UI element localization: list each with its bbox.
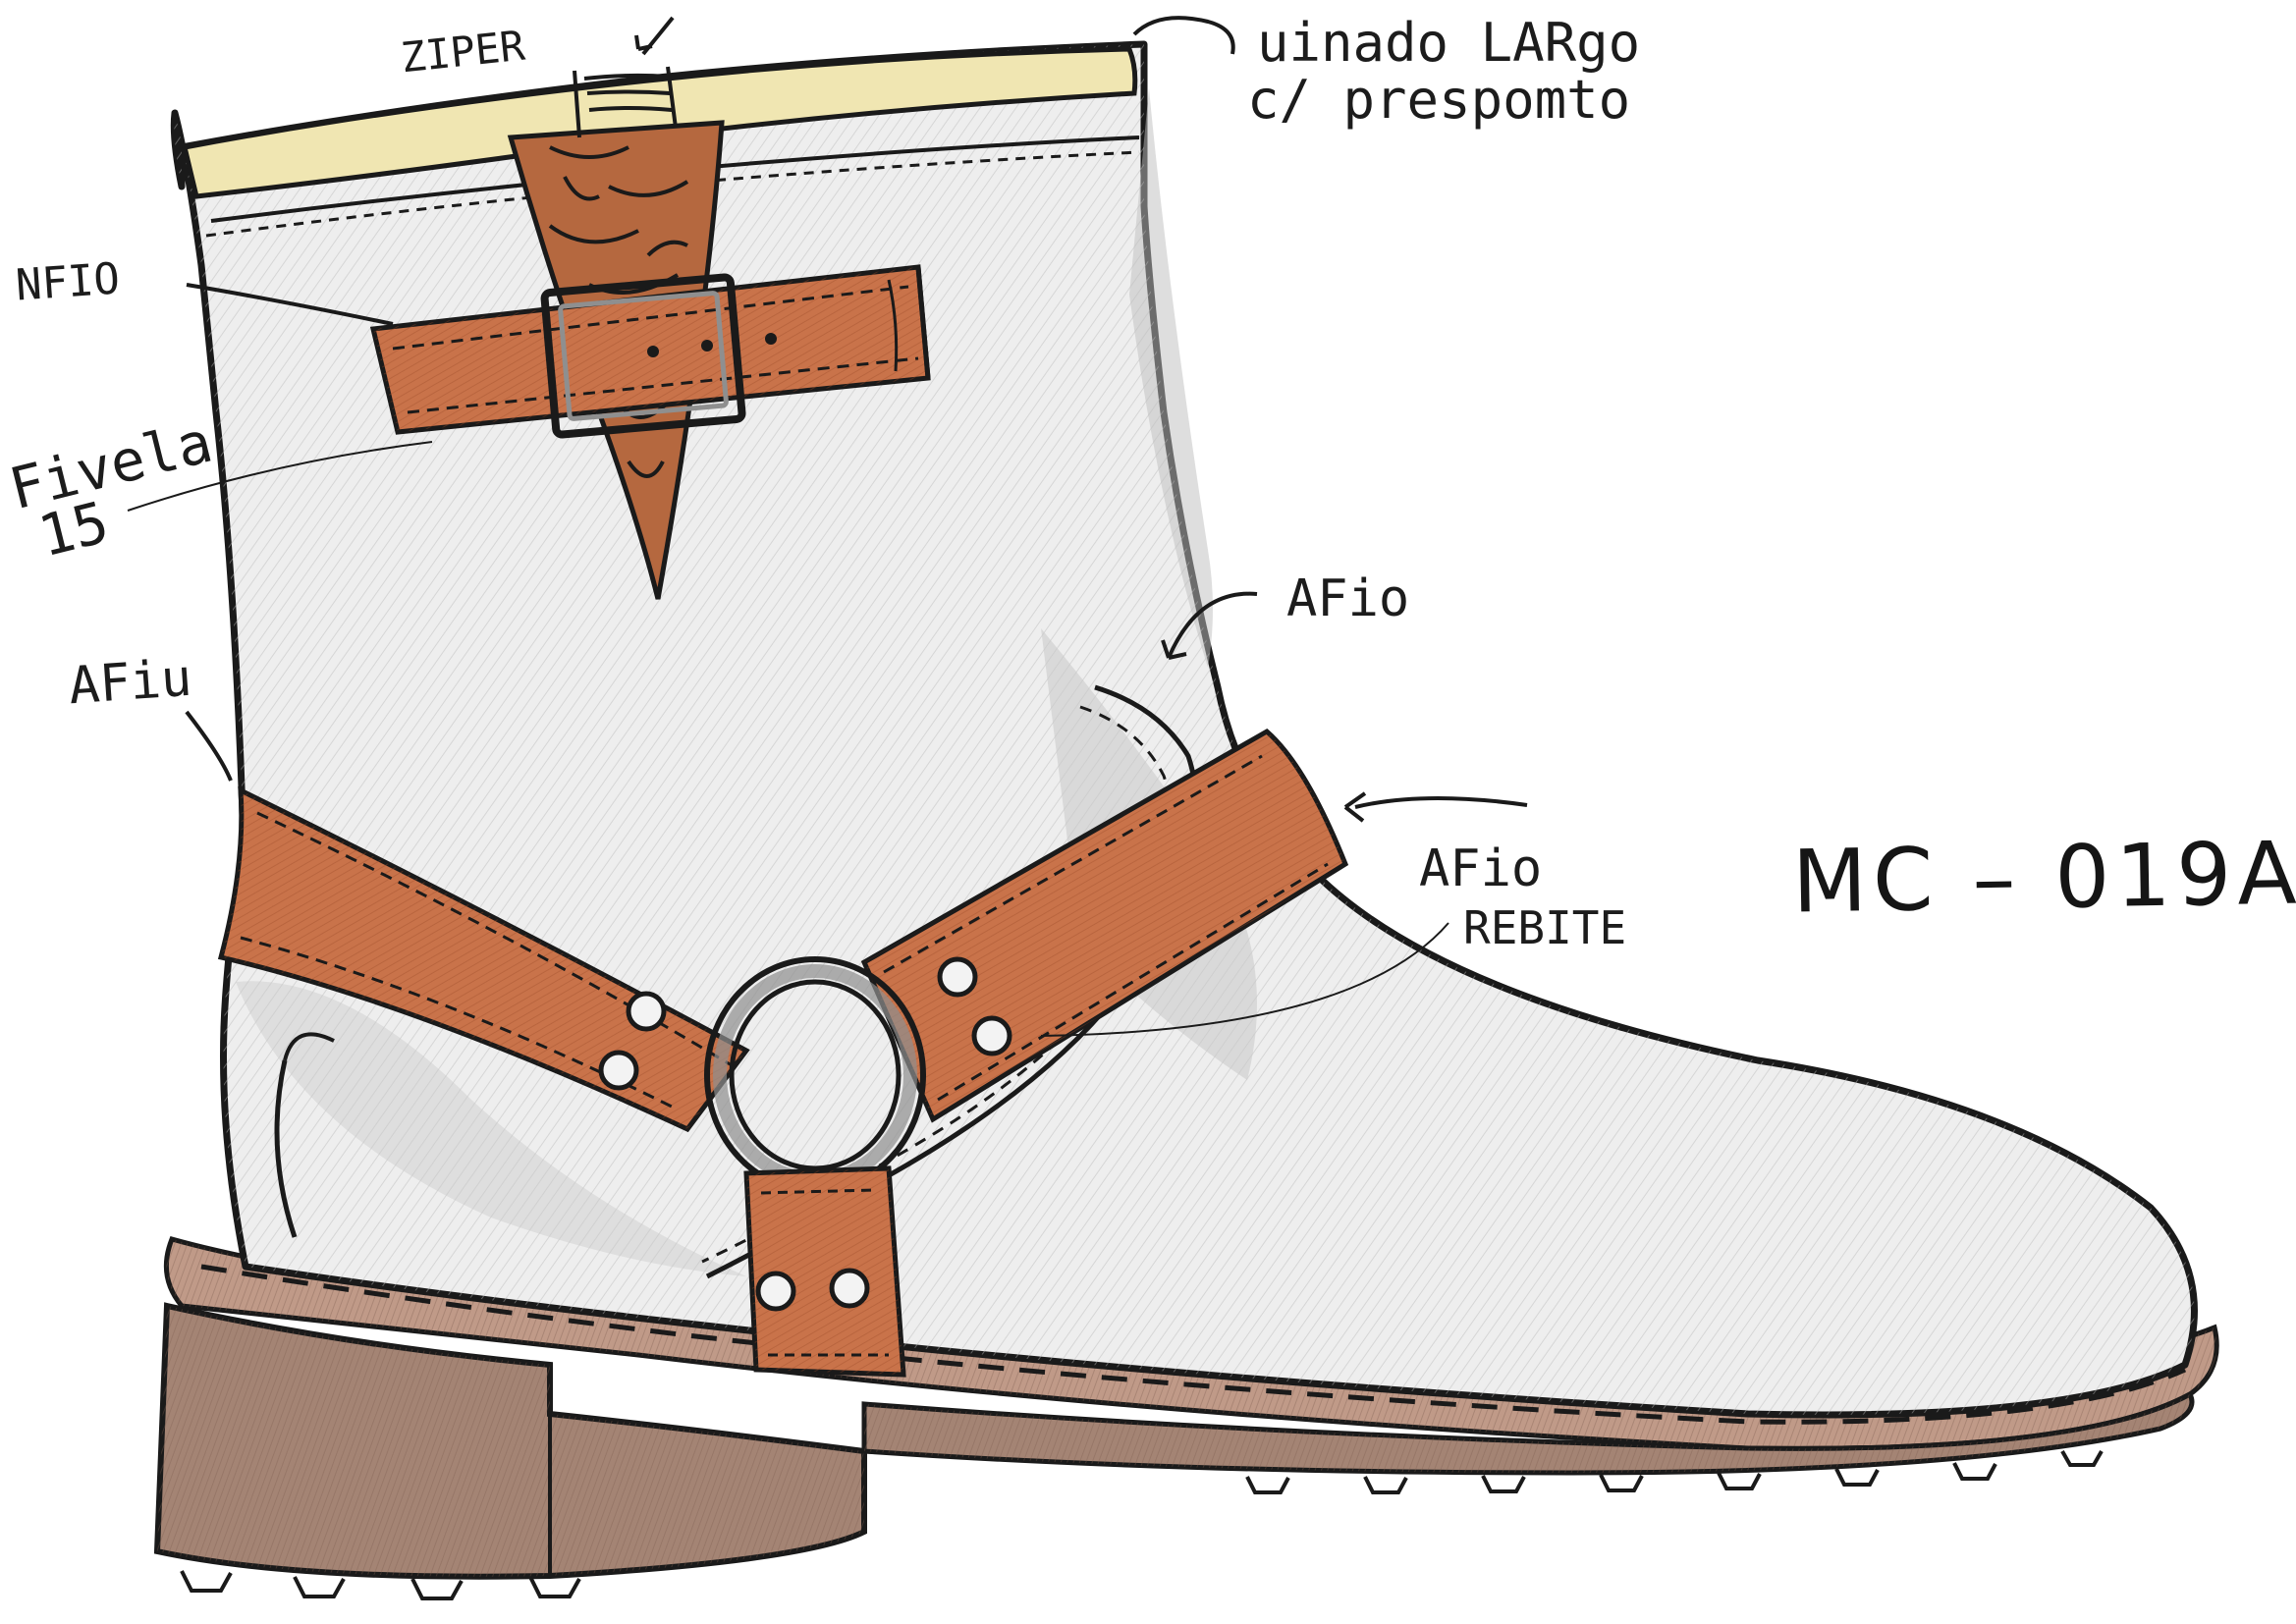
arrow-icon: [1161, 639, 1187, 660]
buckle-icon: [540, 273, 746, 439]
harness-left-note: AFiu: [67, 648, 194, 717]
sole-lugs: [180, 1450, 2104, 1600]
strap-top-note: NFIO: [14, 253, 122, 311]
arrow-icon: [634, 34, 653, 51]
harness-ring-note-line1: AFio: [1419, 839, 1543, 898]
model-code: MC – 019A: [1791, 822, 2296, 933]
lining-note-line1: uinado LARgo: [1257, 12, 1641, 74]
arrow-icon: [1343, 791, 1367, 823]
harness-right-note: AFio: [1286, 569, 1410, 628]
harness-ring-note-line2: REBITE: [1463, 901, 1627, 954]
boot-upper: [170, 40, 2198, 1419]
harness: [217, 728, 1349, 1378]
lining-note-line2: c/ prespomto: [1247, 69, 1631, 131]
annotation-leaders: [127, 16, 1528, 1037]
top-strap: [369, 264, 931, 439]
zipper: [573, 66, 678, 138]
welt-stitching: [200, 1264, 2187, 1425]
rivet-icon: [598, 956, 1012, 1312]
